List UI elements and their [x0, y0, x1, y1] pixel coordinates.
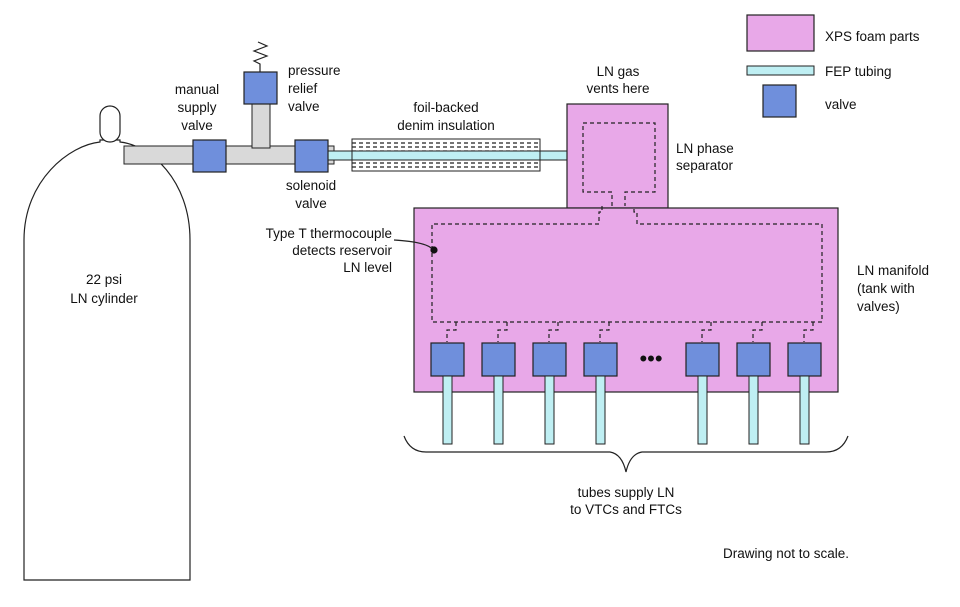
thermocouple-label-line-3: LN level [343, 260, 392, 275]
thermocouple-label-line-1: Type T thermocouple [266, 226, 392, 241]
legend: XPS foam parts FEP tubing valve [746, 14, 920, 118]
manifold-ellipsis: ••• [639, 346, 662, 371]
output-tube-1 [442, 375, 453, 445]
legend-valve-label: valve [825, 97, 857, 112]
separator-inner-cavity [582, 122, 656, 206]
manual-valve-label-line-1: manual [175, 82, 219, 97]
legend-valve-swatch [762, 84, 797, 118]
manual-valve-label-line-2: supply [177, 100, 216, 115]
legend-tubing-label: FEP tubing [825, 64, 892, 79]
scale-note: Drawing not to scale. [723, 546, 849, 561]
pressure-relief-valve [243, 71, 278, 105]
relief-label-line-2: relief [288, 81, 318, 96]
gas-vent-label-line-2: vents here [586, 81, 649, 96]
ln-manifold [413, 207, 839, 393]
legend-foam-label: XPS foam parts [825, 29, 920, 44]
manifold-valve-1 [430, 342, 465, 377]
tubes-brace [403, 435, 849, 473]
ln-cylinder [23, 139, 191, 581]
output-tube-2 [493, 375, 504, 445]
solenoid-valve [294, 139, 329, 173]
solenoid-label-line-2: valve [295, 196, 327, 211]
manifold-label-line-2: (tank with [857, 281, 915, 296]
manifold-valve-4 [583, 342, 618, 377]
manifold-valve-3 [532, 342, 567, 377]
cylinder-neck [99, 105, 121, 143]
denim-insulation [351, 138, 541, 172]
output-tubes [442, 375, 810, 445]
manifold-valves [430, 342, 822, 377]
insulation-label-line-1: foil-backed [413, 100, 478, 115]
separator-label-line-2: separator [676, 158, 734, 173]
manual-valve-label-line-3: valve [181, 118, 213, 133]
manifold-label-line-1: LN manifold [857, 263, 929, 278]
manifold-valve-6 [736, 342, 771, 377]
output-tube-5 [697, 375, 708, 445]
manifold-label-line-3: valves) [857, 299, 900, 314]
manifold-valve-7 [787, 342, 822, 377]
relief-label-line-3: valve [288, 99, 320, 114]
relief-label-line-1: pressure [288, 63, 341, 78]
thermocouple-sensor [430, 246, 438, 254]
manifold-valve-2 [481, 342, 516, 377]
separator-label-line-1: LN phase [676, 141, 734, 156]
solenoid-label-line-1: solenoid [286, 178, 336, 193]
insulation-label-line-2: denim insulation [397, 118, 495, 133]
relief-riser-pipe [251, 103, 271, 149]
gas-vent-label-line-1: LN gas [597, 64, 640, 79]
manual-supply-valve [192, 139, 227, 173]
cylinder-label-line-1: 22 psi [86, 272, 122, 287]
manifold-valve-5 [685, 342, 720, 377]
cylinder-label-line-2: LN cylinder [70, 291, 138, 306]
output-tube-7 [799, 375, 810, 445]
tubes-label-line-1: tubes supply LN [578, 485, 675, 500]
output-tube-4 [595, 375, 606, 445]
output-tube-6 [748, 375, 759, 445]
output-tube-3 [544, 375, 555, 445]
legend-tubing-swatch [746, 65, 815, 76]
phase-separator [566, 103, 669, 209]
thermocouple-label-line-2: detects reservoir [292, 243, 392, 258]
relief-spring-icon [252, 41, 269, 72]
manifold-feed-line [431, 206, 823, 323]
tubes-label-line-2: to VTCs and FTCs [570, 502, 682, 517]
legend-foam-swatch [746, 14, 815, 52]
manifold-valve-feed-lines [446, 322, 814, 342]
